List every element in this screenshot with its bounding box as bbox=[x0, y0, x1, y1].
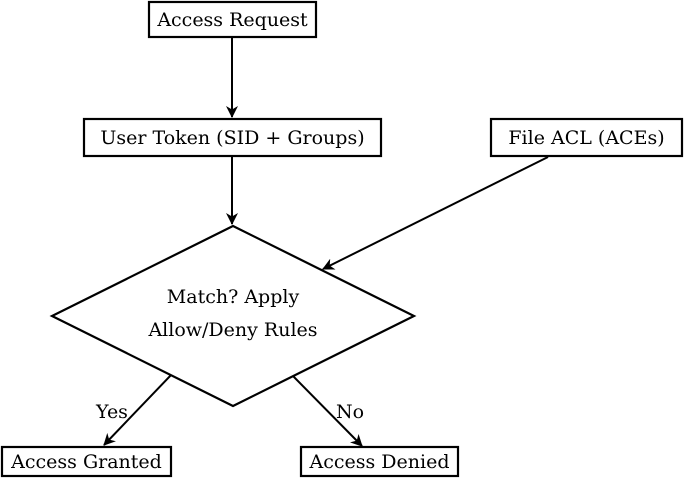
edge-decision-to-granted bbox=[103, 373, 173, 446]
decision-node: Match? Apply Allow/Deny Rules bbox=[49, 224, 417, 408]
access-granted-label: Access Granted bbox=[10, 451, 162, 473]
decision-label-line2: Allow/Deny Rules bbox=[147, 319, 317, 341]
access-request-node: Access Request bbox=[147, 0, 318, 39]
file-acl-label: File ACL (ACEs) bbox=[508, 127, 664, 149]
decision-diamond bbox=[49, 224, 417, 408]
decision-label-line1: Match? Apply bbox=[167, 286, 300, 308]
user-token-label: User Token (SID + Groups) bbox=[100, 127, 364, 149]
edge-acl-to-decision bbox=[322, 156, 549, 270]
yes-edge-label: Yes bbox=[95, 401, 128, 423]
user-token-node: User Token (SID + Groups) bbox=[82, 117, 383, 158]
file-acl-node: File ACL (ACEs) bbox=[489, 117, 684, 158]
access-denied-label: Access Denied bbox=[309, 451, 450, 473]
edge-decision-to-denied bbox=[291, 374, 363, 447]
access-denied-node: Access Denied bbox=[299, 445, 460, 478]
access-granted-node: Access Granted bbox=[0, 445, 173, 478]
access-request-label: Access Request bbox=[156, 9, 308, 31]
no-edge-label: No bbox=[336, 401, 364, 423]
